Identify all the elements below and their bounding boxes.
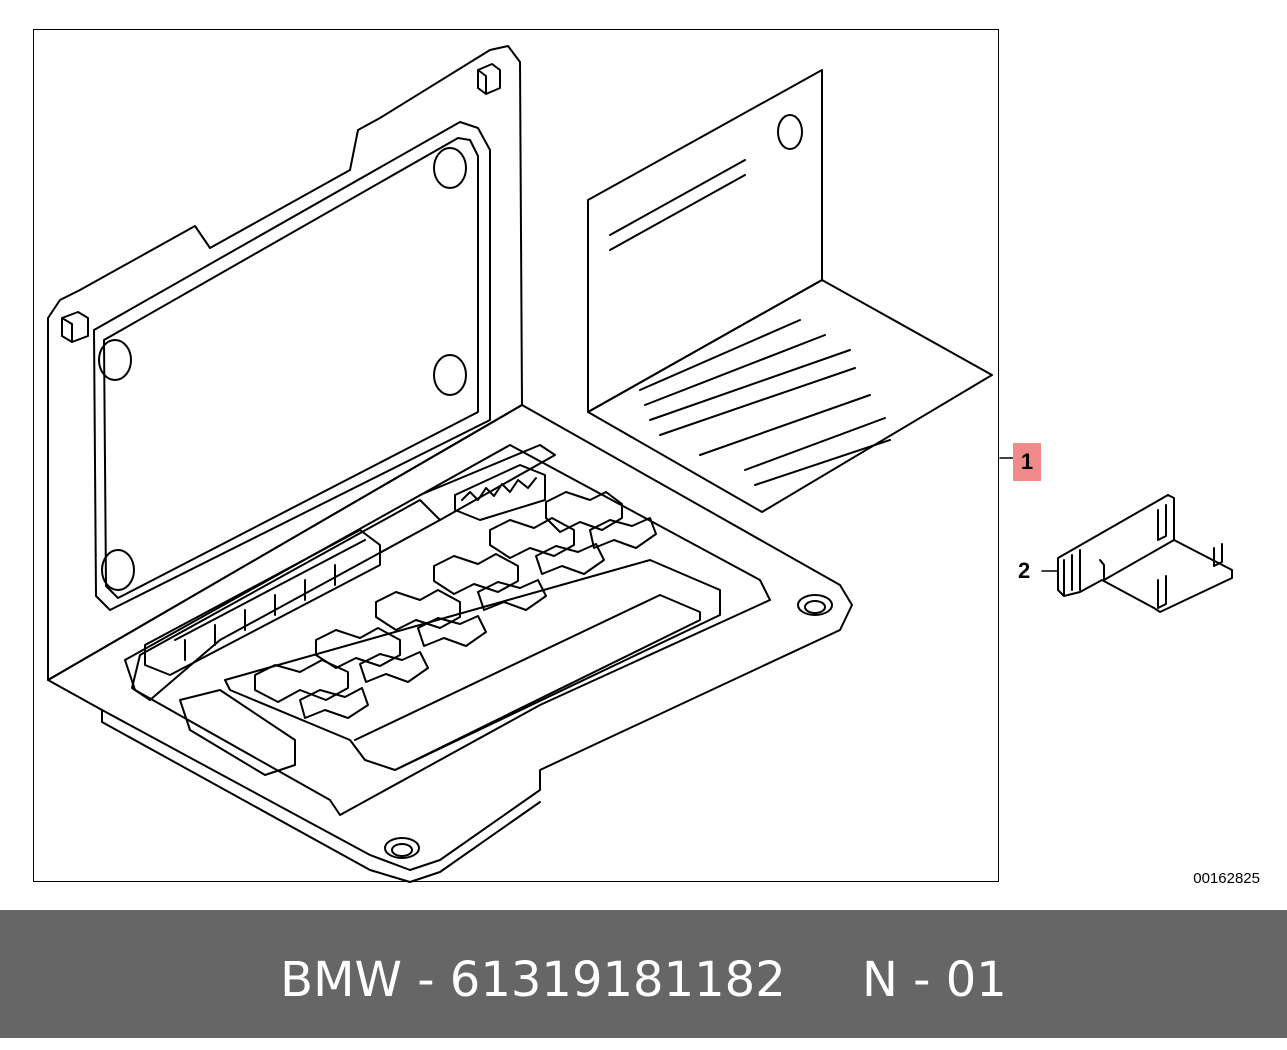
callout-1-label: 1 (1013, 443, 1041, 481)
part-number-footer: BMW - 61319181182 N - 01 (0, 910, 1287, 1038)
bracket-part (1057, 494, 1233, 613)
box-lid (47, 45, 523, 681)
box-base (47, 404, 853, 883)
part-number-text: BMW - 61319181182 N - 01 (280, 952, 1007, 1008)
diagram-reference-number: 00162825 (1193, 870, 1260, 887)
diagram-frame (33, 29, 999, 882)
instruction-sheet (587, 69, 993, 513)
callout-2-label: 2 (1018, 558, 1031, 583)
